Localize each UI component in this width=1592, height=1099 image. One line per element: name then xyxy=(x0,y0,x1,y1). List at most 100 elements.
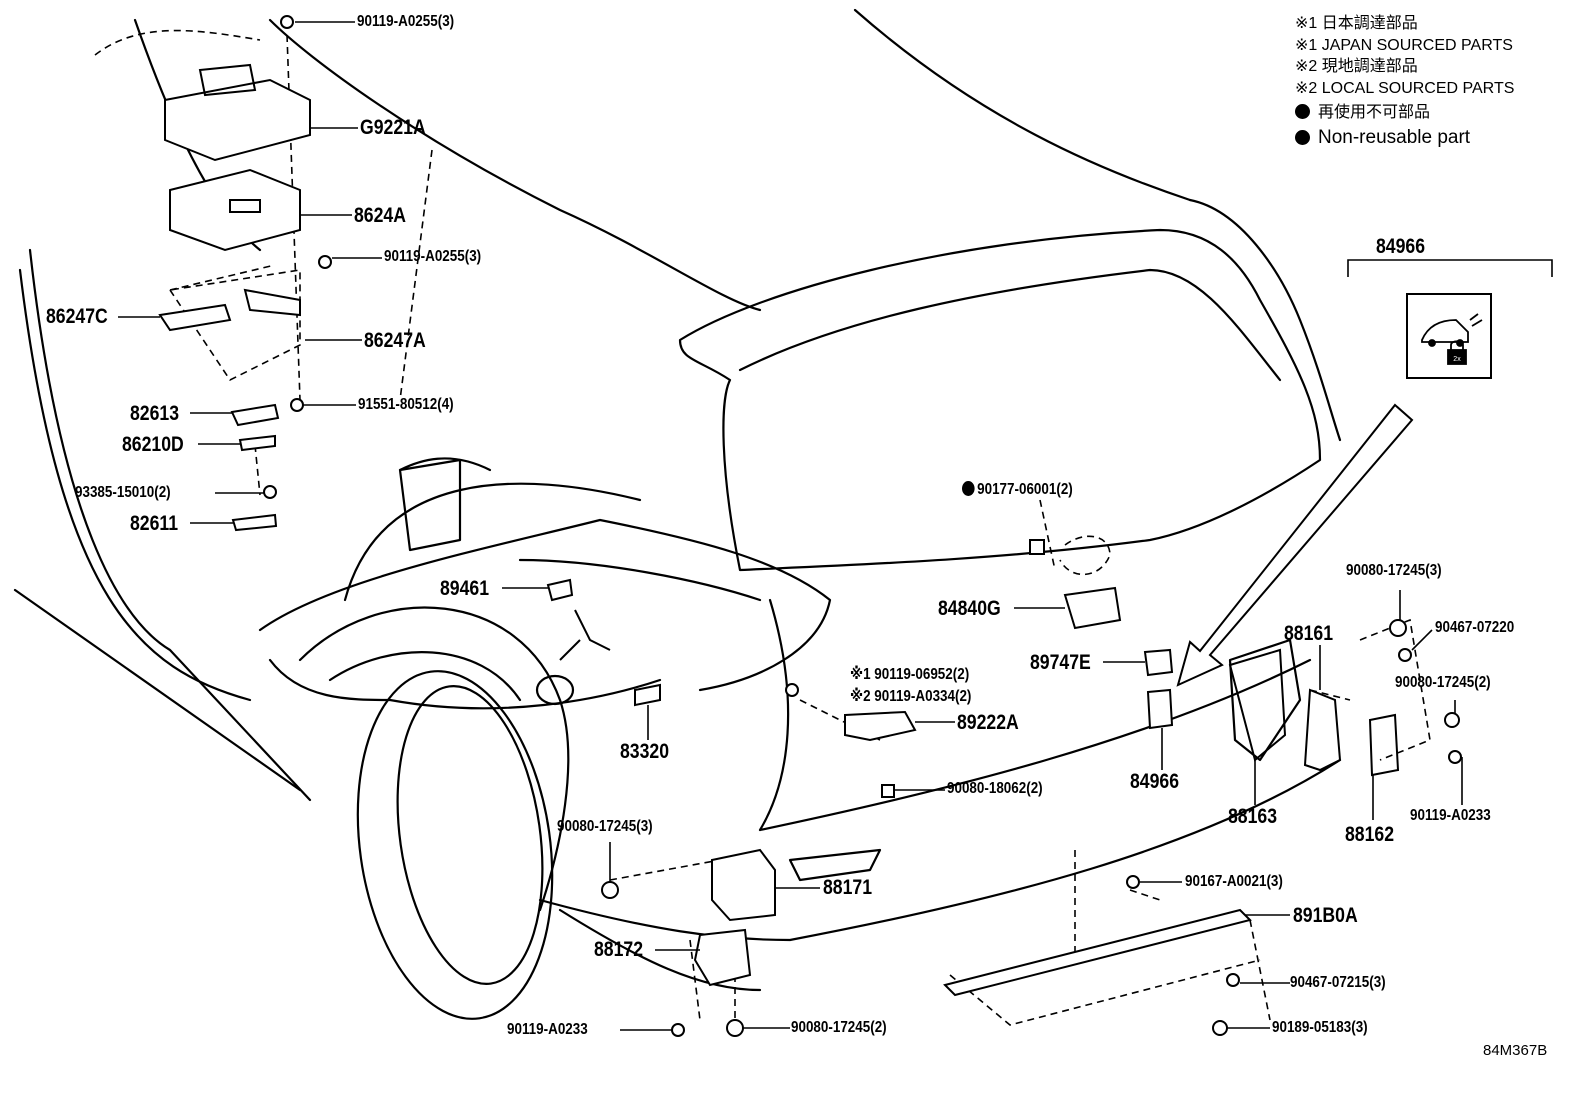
callout-p20[interactable]: 90080-18062(2) xyxy=(947,780,1043,797)
callout-p19[interactable]: 83320 xyxy=(620,740,670,763)
legend-nonreusable-jp: 再使用不可部品 xyxy=(1295,104,1430,121)
spare-hub xyxy=(535,674,575,706)
part-88161 xyxy=(1303,688,1342,772)
callout-p12-text: 90177-06001(2) xyxy=(977,481,1073,498)
part-89747e xyxy=(1143,648,1174,677)
nonreusable-dot-icon xyxy=(962,481,975,496)
callout-p22[interactable]: 88161 xyxy=(1284,622,1334,645)
garnish-line xyxy=(788,848,882,882)
part-88163 xyxy=(1228,648,1287,762)
part-88162 xyxy=(1368,713,1400,777)
roof-upper xyxy=(853,8,1192,202)
part-88171 xyxy=(711,848,776,922)
quarter-line-2 xyxy=(398,457,492,472)
callout-p27[interactable]: 88162 xyxy=(1345,823,1395,846)
tire xyxy=(356,670,554,1020)
callout-p14[interactable]: 84840G xyxy=(938,597,1001,620)
vehicle-lock-2x-icon: 2x xyxy=(1421,313,1483,365)
callout-p7[interactable]: 91551-80512(4) xyxy=(358,396,454,413)
callout-p23[interactable]: 90080-17245(3) xyxy=(1346,562,1442,579)
callout-p35[interactable]: 90119-A0233 xyxy=(507,1021,588,1038)
part-83320 xyxy=(634,683,661,707)
callout-p33[interactable]: 891B0A xyxy=(1293,904,1358,927)
callout-p26[interactable]: 88163 xyxy=(1228,805,1278,828)
part-8624a xyxy=(169,168,301,252)
callout-p10[interactable]: 93385-15010(2) xyxy=(75,484,171,501)
part-g9221a xyxy=(164,78,311,162)
callout-p32[interactable]: 90167-A0021(3) xyxy=(1185,873,1283,890)
rear-lamp xyxy=(1228,638,1302,762)
legend-japan-en: ※1 JAPAN SOURCED PARTS xyxy=(1295,37,1513,54)
callout-p29[interactable]: 90080-17245(3) xyxy=(557,818,653,835)
roof-rail xyxy=(1188,198,1342,442)
kit-number[interactable]: 84966 xyxy=(1376,235,1426,258)
cargo-floor xyxy=(258,518,832,692)
legend-local-jp: ※2 現地調達部品 xyxy=(1295,58,1418,75)
legend-nonreusable-en-text: Non-reusable part xyxy=(1318,127,1471,148)
callout-p4[interactable]: 90119-A0255(3) xyxy=(384,248,482,265)
callout-p1[interactable]: 90119-A0255(3) xyxy=(357,13,455,30)
part-86247a xyxy=(243,288,301,317)
callout-p24[interactable]: 90467-07220 xyxy=(1435,619,1515,636)
part-89222a xyxy=(844,710,917,742)
rear-window-inner xyxy=(738,268,1282,382)
callout-p37[interactable]: 90189-05183(3) xyxy=(1272,1019,1368,1036)
callout-p12[interactable]: 90177-06001(2) xyxy=(962,481,1073,498)
part-86210d xyxy=(238,434,276,452)
door-curve xyxy=(18,268,252,702)
callout-p21[interactable]: 84966 xyxy=(1130,770,1180,793)
callout-p6[interactable]: 86247A xyxy=(364,329,426,352)
part-88172 xyxy=(693,928,752,987)
callout-p36[interactable]: 90080-17245(2) xyxy=(791,1019,887,1036)
part-86247c xyxy=(158,303,232,332)
svg-text:2x: 2x xyxy=(1453,356,1461,363)
nonreusable-dot-icon xyxy=(1295,104,1310,119)
callout-p2[interactable]: G9221A xyxy=(360,116,426,139)
legend-nonreusable-en: Non-reusable part xyxy=(1295,128,1470,147)
legend-nonreusable-jp-text: 再使用不可部品 xyxy=(1318,104,1431,121)
diagram-code: 84M367B xyxy=(1483,1042,1548,1059)
part-84966 xyxy=(1146,688,1174,730)
body-outline-left xyxy=(28,248,312,802)
callout-p25[interactable]: 90080-17245(2) xyxy=(1395,674,1491,691)
bumper-bottom xyxy=(558,908,762,992)
callout-p13[interactable]: 89461 xyxy=(440,577,490,600)
rear-window xyxy=(678,228,1322,572)
callout-p28[interactable]: 90119-A0233 xyxy=(1410,807,1491,824)
part-82611 xyxy=(231,513,278,532)
callout-p5[interactable]: 86247C xyxy=(46,305,108,328)
callout-p17[interactable]: ※2 90119-A0334(2) xyxy=(850,688,972,705)
wheel-arch-inner xyxy=(328,651,522,702)
spare-well xyxy=(518,558,762,602)
part-84840g xyxy=(1063,586,1122,630)
part-89461 xyxy=(546,578,574,602)
fuel-door xyxy=(398,458,462,552)
callout-p3[interactable]: 8624A xyxy=(354,204,406,227)
bumper-line xyxy=(538,758,1342,942)
callout-p31[interactable]: 88172 xyxy=(594,938,644,961)
callout-p18[interactable]: 89222A xyxy=(957,711,1019,734)
callout-p9[interactable]: 86210D xyxy=(122,433,184,456)
quarter-line-1 xyxy=(343,482,642,602)
door-line xyxy=(13,588,302,792)
callout-p8[interactable]: 82613 xyxy=(130,402,180,425)
locator-arrow xyxy=(1176,403,1414,687)
cargo-floor-2 xyxy=(268,658,662,710)
legend-local-en: ※2 LOCAL SOURCED PARTS xyxy=(1295,80,1515,97)
callout-p11[interactable]: 82611 xyxy=(130,512,179,535)
tailgate-lower xyxy=(758,598,1312,832)
legend-japan-jp: ※1 日本調達部品 xyxy=(1295,15,1418,32)
callout-p34[interactable]: 90467-07215(3) xyxy=(1290,974,1386,991)
nonreusable-dot-icon xyxy=(1295,130,1310,145)
roof-front xyxy=(268,18,762,312)
callout-p30[interactable]: 88171 xyxy=(823,876,873,899)
callout-p16[interactable]: ※1 90119-06952(2) xyxy=(850,666,970,683)
part-891b0a xyxy=(943,908,1252,997)
kit-bracket xyxy=(1347,259,1553,277)
kit-icon-box xyxy=(1406,293,1492,379)
part-82613 xyxy=(230,403,280,427)
tire-inner xyxy=(396,685,544,985)
callout-p15[interactable]: 89747E xyxy=(1030,651,1091,674)
